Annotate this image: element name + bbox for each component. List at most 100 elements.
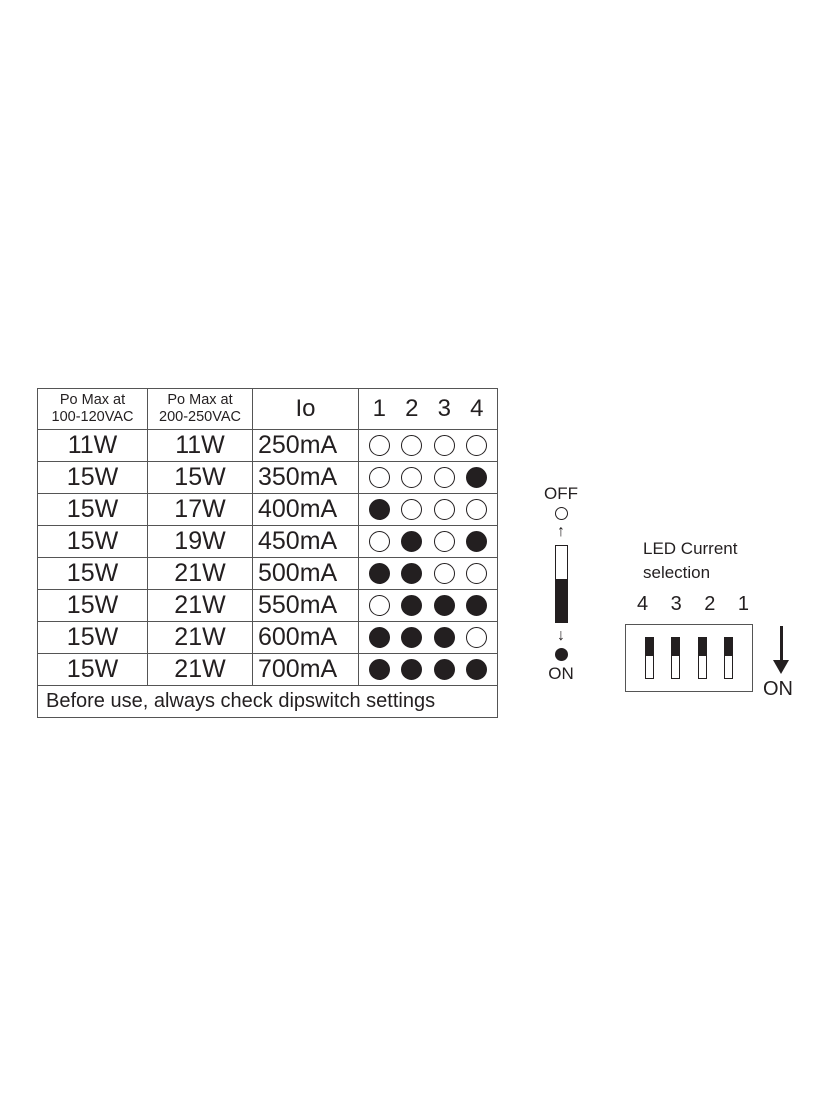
io-cell: 400mA <box>252 493 359 526</box>
switch-3-on-dot-icon <box>433 659 455 680</box>
switch-states-cell <box>358 621 498 654</box>
io-cell: 500mA <box>252 557 359 590</box>
io-cell: 350mA <box>252 461 359 494</box>
switch-number: 3 <box>437 395 451 422</box>
po-max-low-cell: 11W <box>37 429 148 462</box>
switch-2-on-dot-icon <box>401 659 423 680</box>
header-text: Po Max at <box>167 392 233 408</box>
switch-1-on-dot-icon <box>368 563 390 584</box>
switch-number: 2 <box>405 395 419 422</box>
switch-states-cell <box>358 557 498 590</box>
switch-2-off-dot-icon <box>401 499 423 520</box>
off-label: OFF <box>544 484 578 503</box>
switch-legend: OFF ↑ ↓ ON <box>540 484 582 684</box>
io-cell: 700mA <box>252 653 359 686</box>
po-max-low-cell: 15W <box>37 461 148 494</box>
switch-states-cell <box>358 525 498 558</box>
switch-states-cell <box>358 429 498 462</box>
switch-3-off-dot-icon <box>433 499 455 520</box>
io-cell: 600mA <box>252 621 359 654</box>
switch-1-off-dot-icon <box>368 595 390 616</box>
switch-2-on-dot-icon <box>401 627 423 648</box>
dip-switch-2 <box>697 637 707 679</box>
switch-2-on-dot-icon <box>401 563 423 584</box>
dipswitch-block <box>625 624 753 692</box>
po-max-high-cell: 19W <box>147 525 253 558</box>
dip-number: 1 <box>737 593 749 615</box>
switch-2-on-dot-icon <box>401 595 423 616</box>
header-text: 200-250VAC <box>159 409 241 425</box>
switch-1-on-dot-icon <box>368 499 390 520</box>
switch-3-off-dot-icon <box>433 435 455 456</box>
switch-2-off-dot-icon <box>401 435 423 456</box>
switch-2-off-dot-icon <box>401 467 423 488</box>
switch-states-cell <box>358 461 498 494</box>
po-max-high-cell: 17W <box>147 493 253 526</box>
switch-2-on-dot-icon <box>401 531 423 552</box>
switch-icon <box>554 545 568 623</box>
dip-number: 2 <box>704 593 716 615</box>
arrow-up-icon: ↑ <box>557 523 565 540</box>
switch-1-on-dot-icon <box>368 659 390 680</box>
po-max-low-cell: 15W <box>37 493 148 526</box>
on-label: ON <box>548 664 574 683</box>
dip-number: 3 <box>670 593 682 615</box>
switch-states-cell <box>358 653 498 686</box>
po-max-high-cell: 21W <box>147 557 253 590</box>
switch-1-on-dot-icon <box>368 627 390 648</box>
io-cell: 550mA <box>252 589 359 622</box>
switch-4-on-dot-icon <box>466 531 488 552</box>
switch-4-on-dot-icon <box>466 467 488 488</box>
po-max-low-cell: 15W <box>37 525 148 558</box>
off-dot-icon <box>554 507 568 520</box>
switch-4-off-dot-icon <box>466 563 488 584</box>
dip-switch-4 <box>644 637 654 679</box>
dip-switch-1 <box>724 637 734 679</box>
title-line: LED Current <box>643 539 738 558</box>
switch-1-off-dot-icon <box>368 531 390 552</box>
po-max-low-cell: 15W <box>37 557 148 590</box>
po-max-high-cell: 21W <box>147 653 253 686</box>
switch-3-on-dot-icon <box>433 595 455 616</box>
on-direction-arrow-icon <box>771 626 791 674</box>
title-line: selection <box>643 563 711 582</box>
switch-4-off-dot-icon <box>466 499 488 520</box>
switch-number: 1 <box>372 395 386 422</box>
switch-3-on-dot-icon <box>433 627 455 648</box>
switch-3-off-dot-icon <box>433 531 455 552</box>
switch-states-cell <box>358 493 498 526</box>
switch-4-on-dot-icon <box>466 595 488 616</box>
dip-number: 4 <box>637 593 649 615</box>
po-max-high-cell: 15W <box>147 461 253 494</box>
po-max-high-cell: 21W <box>147 621 253 654</box>
switch-3-off-dot-icon <box>433 467 455 488</box>
switch-number: 4 <box>470 395 484 422</box>
switch-3-off-dot-icon <box>433 563 455 584</box>
switch-4-off-dot-icon <box>466 627 488 648</box>
po-max-low-cell: 15W <box>37 653 148 686</box>
switch-1-off-dot-icon <box>368 435 390 456</box>
header-text: Po Max at <box>59 392 126 408</box>
switch-4-off-dot-icon <box>466 435 488 456</box>
header-switch-numbers: 1 2 3 4 <box>358 388 498 430</box>
switch-4-on-dot-icon <box>466 659 488 680</box>
po-max-low-cell: 15W <box>37 621 148 654</box>
dip-switch-3 <box>671 637 681 679</box>
po-max-low-cell: 15W <box>37 589 148 622</box>
io-cell: 450mA <box>252 525 359 558</box>
dip-on-label: ON <box>763 678 793 700</box>
switch-1-off-dot-icon <box>368 467 390 488</box>
po-max-high-cell: 11W <box>147 429 253 462</box>
io-cell: 250mA <box>252 429 359 462</box>
on-dot-icon <box>554 648 568 661</box>
